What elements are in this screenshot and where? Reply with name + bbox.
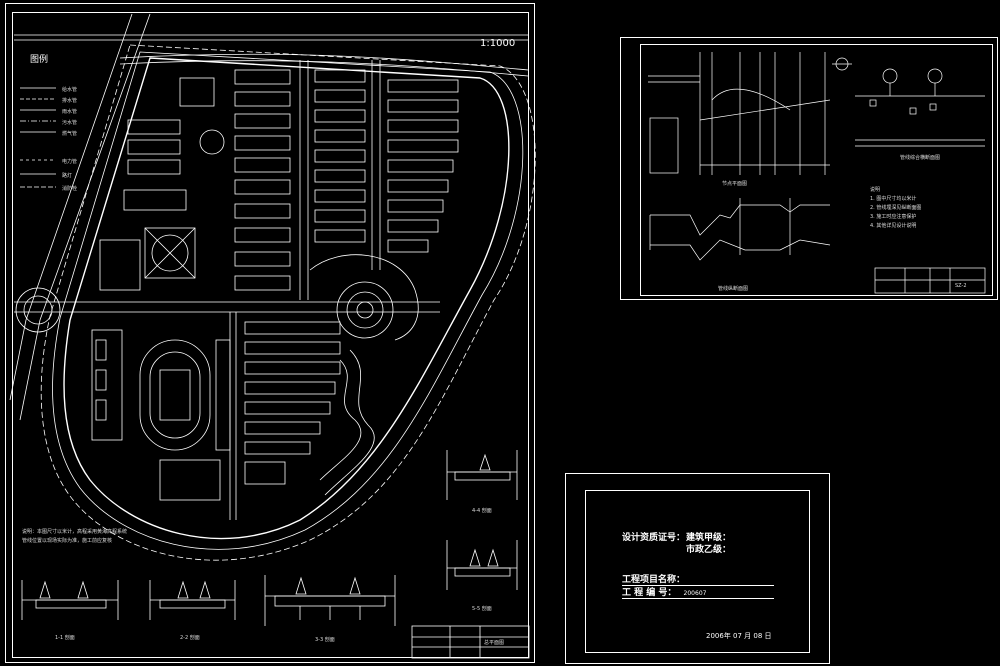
note-line-1: 说明：本图尺寸以米计，高程采用黄海高程系统: [22, 529, 128, 535]
section-label-3-3: 3-3 剖面: [315, 637, 335, 643]
legend-item-5: 燃气管: [62, 131, 78, 137]
cover-license-label: 设计资质证号：: [622, 533, 686, 543]
detail-sheet-number: SZ-2: [955, 283, 967, 289]
legend-item-4: 污水管: [62, 120, 78, 126]
detail-sheet-inner-frame: [640, 44, 993, 296]
section-label-1-1: 1-1 剖面: [55, 635, 75, 641]
cover-project-number-row: 工 程 编 号： 200607: [622, 585, 774, 599]
upper-housing-rows: [234, 69, 459, 291]
main-sheet-inner-frame: [12, 12, 529, 658]
cover-sheet-inner-frame: [585, 490, 810, 653]
cover-license-b: 市政乙级：: [686, 545, 732, 555]
legend-item-8: 消防栓: [62, 186, 78, 192]
main-title-block: [411, 625, 530, 659]
section-label-2-2: 2-2 剖面: [180, 635, 200, 641]
legend-item-7: 路灯: [62, 173, 73, 179]
main-sheet-frame: [5, 3, 535, 663]
note-line-2: 管线位置以现场实际为准，施工前应复核: [22, 538, 113, 544]
scale-label: 1:1000: [480, 38, 516, 49]
cover-project-name-text: 工程项目名称：: [622, 575, 686, 585]
cover-date: 2006年 07 月 08 日: [706, 632, 772, 640]
cover-sheet-frame: [565, 473, 830, 664]
profile-caption: 管线纵断面图: [718, 286, 749, 292]
section-caption: 管线综合横断面图: [900, 155, 941, 161]
lower-housing-rows: [159, 321, 341, 501]
section-label-4-4: 4-4 剖面: [472, 508, 492, 514]
notes-heading: 说明: [870, 187, 881, 193]
legend-item-6: 电力管: [62, 159, 78, 165]
title-block-name: 总平面图: [484, 640, 505, 646]
note-4: 4. 其他详见设计说明: [870, 223, 917, 229]
section-2-2: [149, 580, 236, 620]
legend-item-3: 雨水管: [62, 109, 78, 115]
legend-title: 图例: [30, 55, 49, 65]
section-1-1: [21, 580, 119, 620]
note-3: 3. 施工时应注意保护: [870, 214, 917, 220]
detail-sheet-frame: [620, 37, 998, 300]
legend-item-1: 给水管: [62, 87, 78, 93]
plan-caption: 节点平面图: [722, 181, 748, 187]
cover-project-name-label: 工程项目名称：: [622, 572, 774, 586]
cover-project-number-label: 工 程 编 号：: [622, 588, 677, 598]
legend-item-2: 排水管: [62, 98, 78, 104]
left-building-blocks: [91, 119, 231, 451]
note-2: 2. 管线埋深见纵断面图: [870, 205, 922, 211]
note-1: 1. 图中尺寸均以米计: [870, 196, 917, 202]
section-5-5: [446, 540, 518, 590]
legend-line-samples: [20, 87, 56, 188]
cover-project-number-value: 200607: [683, 590, 707, 597]
cover-license-a: 建筑甲级：: [686, 533, 732, 543]
section-4-4: [446, 450, 518, 500]
section-label-5-5: 5-5 剖面: [472, 606, 492, 612]
section-3-3: [264, 575, 396, 626]
